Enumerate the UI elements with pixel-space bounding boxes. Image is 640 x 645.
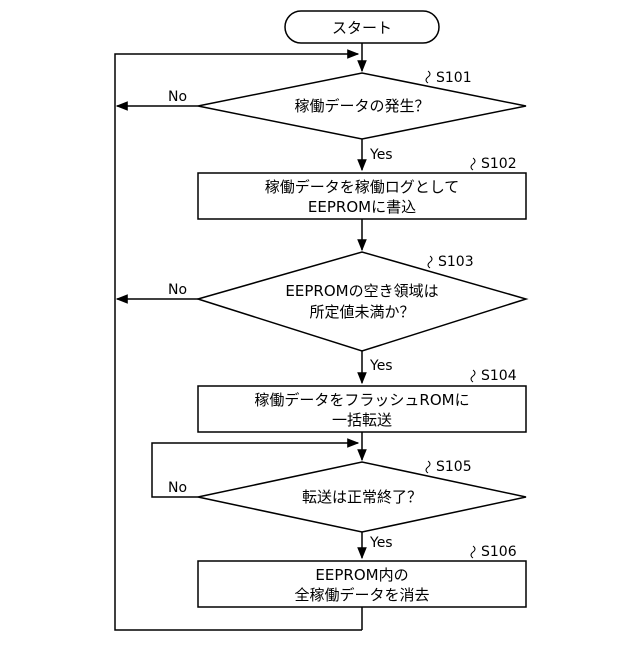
s102-line-2: EEPROMに書込 (308, 198, 416, 216)
s101-no-label: No (168, 89, 187, 105)
s105-yes-label: Yes (369, 535, 393, 551)
s103-yes-label: Yes (369, 358, 393, 374)
s105-label: 転送は正常終了？ (302, 488, 422, 506)
s103-no-label: No (168, 282, 187, 298)
s102-line-1: 稼働データを稼働ログとして (265, 178, 460, 196)
s105-step-squiggle (426, 461, 430, 473)
start-label: スタート (332, 19, 392, 37)
s105-no-label: No (168, 480, 187, 496)
edge-loopback-main (115, 54, 362, 630)
s106-line-2: 全稼働データを消去 (294, 586, 429, 604)
s104-line-2: 一括転送 (332, 411, 392, 429)
s101-step-squiggle (426, 71, 430, 83)
s106-step-squiggle (471, 546, 475, 558)
s104-step-squiggle (471, 370, 475, 382)
s104-step: S104 (481, 368, 517, 384)
s105-step: S105 (436, 459, 472, 475)
s103-line-1: EEPROMの空き領域は (285, 282, 438, 300)
s101-label: 稼働データの発生？ (294, 97, 429, 115)
decision-s103 (198, 252, 526, 351)
s104-line-1: 稼働データをフラッシュROMに (254, 391, 469, 409)
s103-step-squiggle (428, 256, 432, 268)
s106-line-1: EEPROM内の (315, 566, 408, 584)
s103-step: S103 (438, 254, 474, 270)
s102-step-squiggle (471, 158, 475, 170)
s106-step: S106 (481, 544, 517, 560)
s101-yes-label: Yes (369, 147, 393, 163)
s101-step: S101 (436, 70, 472, 86)
s103-line-2: 所定値未満か？ (309, 303, 414, 321)
s102-step: S102 (481, 156, 517, 172)
